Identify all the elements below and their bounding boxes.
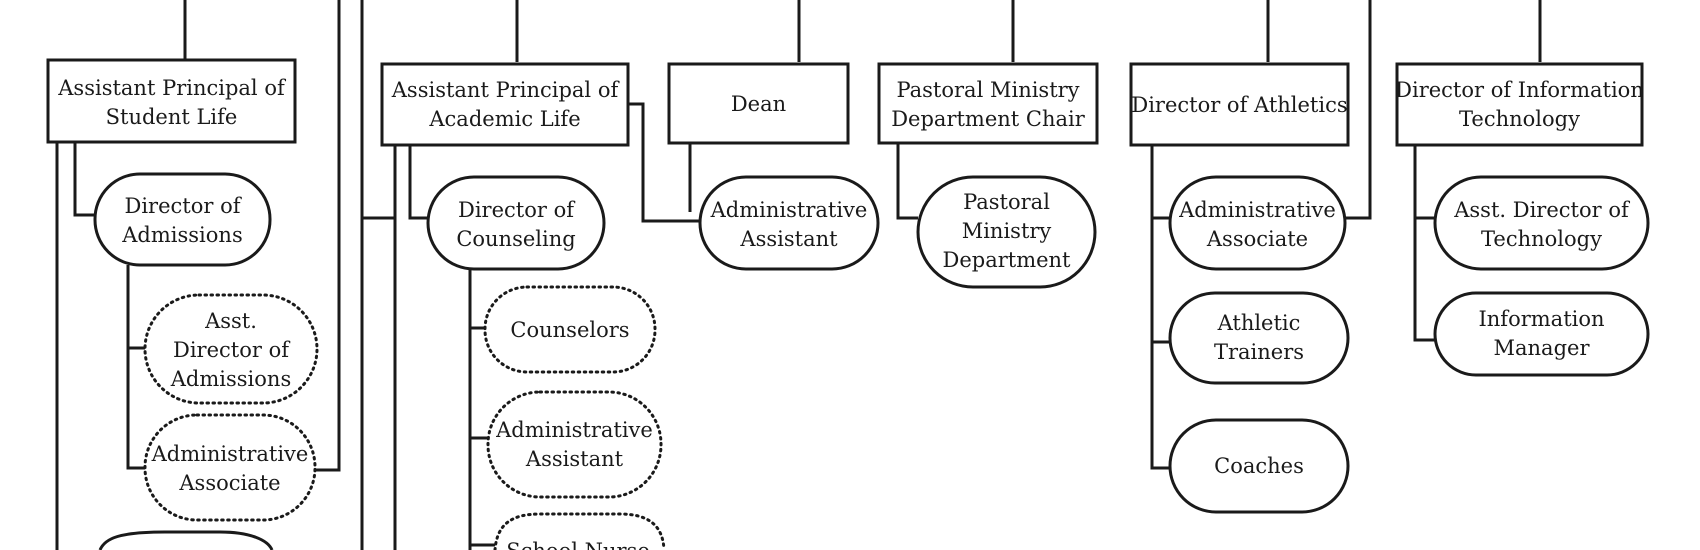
org-node-information-manager: Information Manager — [1433, 291, 1650, 377]
org-node-director-athletics: Director of Athletics — [1129, 62, 1350, 147]
org-node-school-nurse: School Nurse — [493, 512, 666, 550]
label-line: Ministry — [962, 219, 1052, 243]
org-node-asst-director-technology: Asst. Director of Technology — [1433, 175, 1650, 271]
org-node-admin-associate-athletics: Administrative Associate — [1168, 175, 1347, 271]
label-line: Manager — [1494, 336, 1591, 360]
label-line: Director of — [125, 194, 243, 218]
org-node-ap-student-life: Assistant Principal of Student Life — [46, 58, 297, 144]
label-line: Academic Life — [428, 107, 580, 131]
label-line: Dean — [731, 92, 786, 116]
label-line: Pastoral Ministry — [896, 78, 1079, 102]
label-line: Administrative — [151, 442, 309, 466]
label-line: Director of Information — [1395, 78, 1644, 102]
label-line: Assistant Principal of — [391, 78, 621, 102]
org-node-counselors: Counselors — [483, 285, 657, 374]
org-node-ap-academic-life: Assistant Principal of Academic Life — [380, 62, 630, 147]
label-line: Assistant Principal of — [57, 76, 287, 100]
org-node-partial — [98, 530, 274, 550]
label-line: Athletic — [1217, 311, 1301, 335]
label-line: Asst. — [204, 309, 257, 333]
org-node-admin-assistant-counseling: Administrative Assistant — [486, 390, 663, 499]
label-line: Student Life — [106, 105, 238, 129]
org-node-pastoral-department: Pastoral Ministry Department — [916, 175, 1097, 289]
label-line: Associate — [178, 471, 280, 495]
label-line: Pastoral — [963, 190, 1050, 214]
label-line: Trainers — [1214, 340, 1304, 364]
org-node-director-it: Director of Information Technology — [1395, 62, 1644, 147]
label-line: Technology — [1459, 107, 1580, 131]
label-line: Technology — [1481, 227, 1602, 251]
label-line: Information — [1478, 307, 1604, 331]
node-label: Assistant Principal of — [57, 76, 287, 100]
label-line: Assistant — [525, 447, 624, 471]
org-node-athletic-trainers: Athletic Trainers — [1168, 291, 1350, 385]
connector-lines — [55, 0, 1542, 550]
org-node-dean: Dean — [667, 62, 850, 145]
org-node-asst-director-admissions: Asst. Director of Admissions — [143, 293, 319, 405]
org-node-admin-assistant-dean: Administrative Assistant — [698, 175, 880, 271]
label-line: Administrative — [1178, 198, 1336, 222]
org-node-admin-associate-student-life: Administrative Associate — [143, 413, 317, 522]
label-line: Coaches — [1214, 454, 1304, 478]
label-line: Director of — [458, 198, 576, 222]
label-line: Counselors — [510, 318, 629, 342]
label-line: Associate — [1206, 227, 1308, 251]
label-line: Administrative — [495, 418, 653, 442]
label-line: Department — [942, 248, 1071, 272]
label-line: Admissions — [121, 223, 242, 247]
label-line: Department Chair — [891, 107, 1086, 131]
label-line: Director of — [173, 338, 291, 362]
label-line: Assistant — [739, 227, 838, 251]
node-label: Student Life — [106, 105, 238, 129]
label-line: Director of Athletics — [1131, 93, 1347, 117]
label-line: School Nurse — [506, 539, 650, 550]
label-line: Admissions — [170, 367, 291, 391]
label-line: Asst. Director of — [1453, 198, 1631, 222]
label-line: Counseling — [456, 227, 575, 251]
org-node-director-counseling: Director of Counseling — [426, 175, 606, 271]
label-line: Administrative — [710, 198, 868, 222]
org-node-director-admissions: Director of Admissions — [93, 172, 272, 267]
org-node-pastoral-chair: Pastoral Ministry Department Chair — [877, 62, 1099, 145]
org-node-coaches: Coaches — [1168, 418, 1350, 514]
